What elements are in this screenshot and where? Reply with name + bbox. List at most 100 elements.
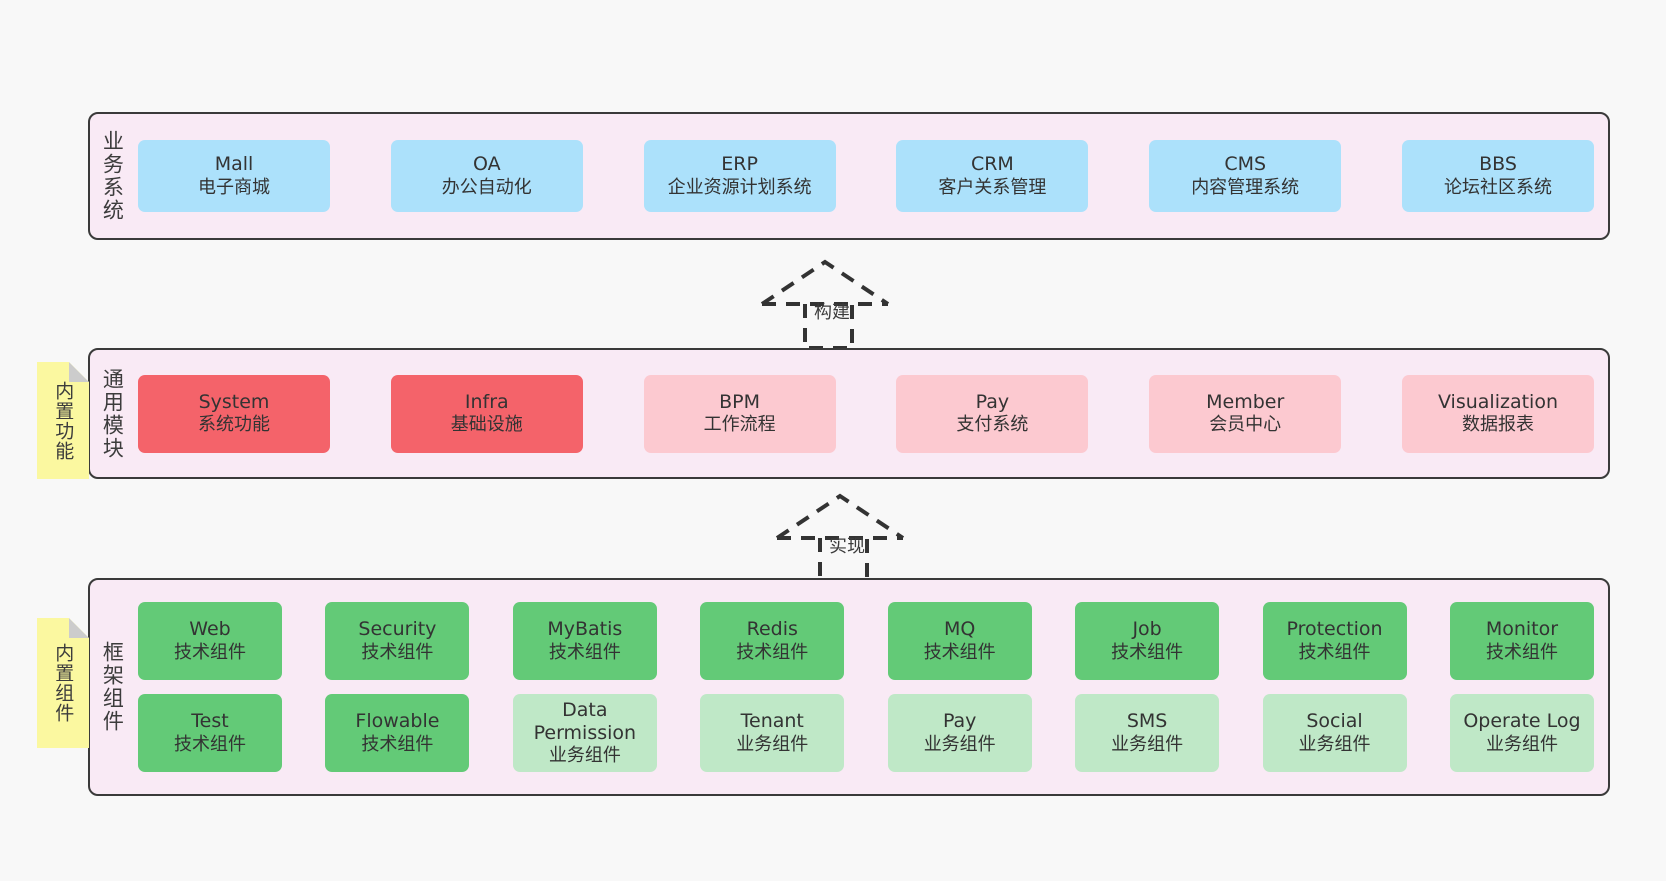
node-title-cn: 工作流程 — [703, 414, 776, 436]
node-title-cn: 论坛社区系统 — [1443, 176, 1552, 198]
node-title-en: CRM — [970, 153, 1014, 176]
node-title-cn: 企业资源计划系统 — [667, 176, 812, 198]
node-title-en: Web — [189, 618, 231, 641]
node-title-en: MyBatis — [547, 618, 623, 641]
layer-modules-title: 通用模块 — [100, 367, 125, 460]
node-title-cn: 技术组件 — [361, 641, 434, 663]
implement-arrow-icon — [775, 493, 905, 584]
node-title-cn: 技术组件 — [923, 641, 996, 663]
node-title-en: Test — [191, 710, 229, 733]
node-title-en: OA — [472, 153, 501, 176]
node-title-en: ERP — [721, 153, 758, 176]
node-title-cn: 支付系统 — [956, 414, 1029, 436]
node-title-en: Tenant — [740, 710, 804, 733]
node-title-en: Social — [1306, 710, 1363, 733]
note-fold-corner-icon — [69, 362, 89, 382]
node-title-cn: 业务组件 — [923, 733, 996, 755]
node-title-en: Monitor — [1485, 618, 1559, 641]
node-title-cn: 技术组件 — [174, 641, 246, 663]
node-title-cn: 技术组件 — [1485, 641, 1558, 663]
node-title-en: Redis — [746, 618, 798, 641]
node-title-en: Flowable — [355, 710, 440, 733]
node-title-en: SMS — [1126, 710, 1168, 733]
node-title-cn: 电子商城 — [198, 176, 270, 198]
connector-implement: 实现 — [775, 492, 935, 584]
node-title-en: Protection — [1286, 618, 1383, 641]
node-title-en: BBS — [1479, 153, 1517, 176]
node-title-en: BPM — [719, 390, 761, 413]
node-title-en: System — [198, 390, 270, 413]
connector-build: 构建 — [760, 258, 920, 350]
connector-build-label: 构建 — [814, 302, 850, 323]
node-title-en: Data Permission — [533, 698, 637, 745]
note-builtin-components: 内置组件 — [37, 618, 89, 748]
node-title-cn: 技术组件 — [361, 733, 434, 755]
layer-business-title: 业务系统 — [100, 130, 125, 222]
node-title-cn: 技术组件 — [174, 733, 246, 755]
node-title-cn: 内容管理系统 — [1191, 176, 1300, 198]
layer-framework-title: 框架组件 — [100, 641, 125, 733]
node-title-en: Member — [1206, 390, 1285, 413]
node-title-en: MQ — [944, 618, 976, 641]
node-title-cn: 业务组件 — [736, 733, 809, 755]
node-title-en: Security — [358, 618, 437, 641]
node-title-en: Infra — [464, 390, 509, 413]
node-title-cn: 办公自动化 — [441, 176, 532, 198]
node-title-cn: 技术组件 — [736, 641, 809, 663]
node-title-en: Visualization — [1437, 390, 1558, 413]
node-title-cn: 客户关系管理 — [938, 176, 1047, 198]
build-arrow-icon — [760, 259, 890, 350]
node-title-cn: 技术组件 — [1298, 641, 1371, 663]
connector-implement-label: 实现 — [829, 536, 865, 557]
node-title-en: Mall — [214, 153, 254, 176]
node-title-cn: 业务组件 — [548, 745, 621, 767]
node-title-cn: 基础设施 — [450, 414, 523, 436]
node-title-cn: 技术组件 — [1111, 641, 1184, 663]
note-builtin-components-label: 内置组件 — [52, 643, 75, 723]
node-title-en: Operate Log — [1463, 710, 1581, 733]
note-builtin-features: 内置功能 — [37, 362, 89, 479]
node-title-cn: 业务组件 — [1111, 733, 1184, 755]
node-title-cn: 业务组件 — [1485, 733, 1558, 755]
node-title-cn: 业务组件 — [1298, 733, 1371, 755]
node-title-cn: 系统功能 — [198, 414, 270, 436]
node-title-en: Pay — [942, 710, 977, 733]
